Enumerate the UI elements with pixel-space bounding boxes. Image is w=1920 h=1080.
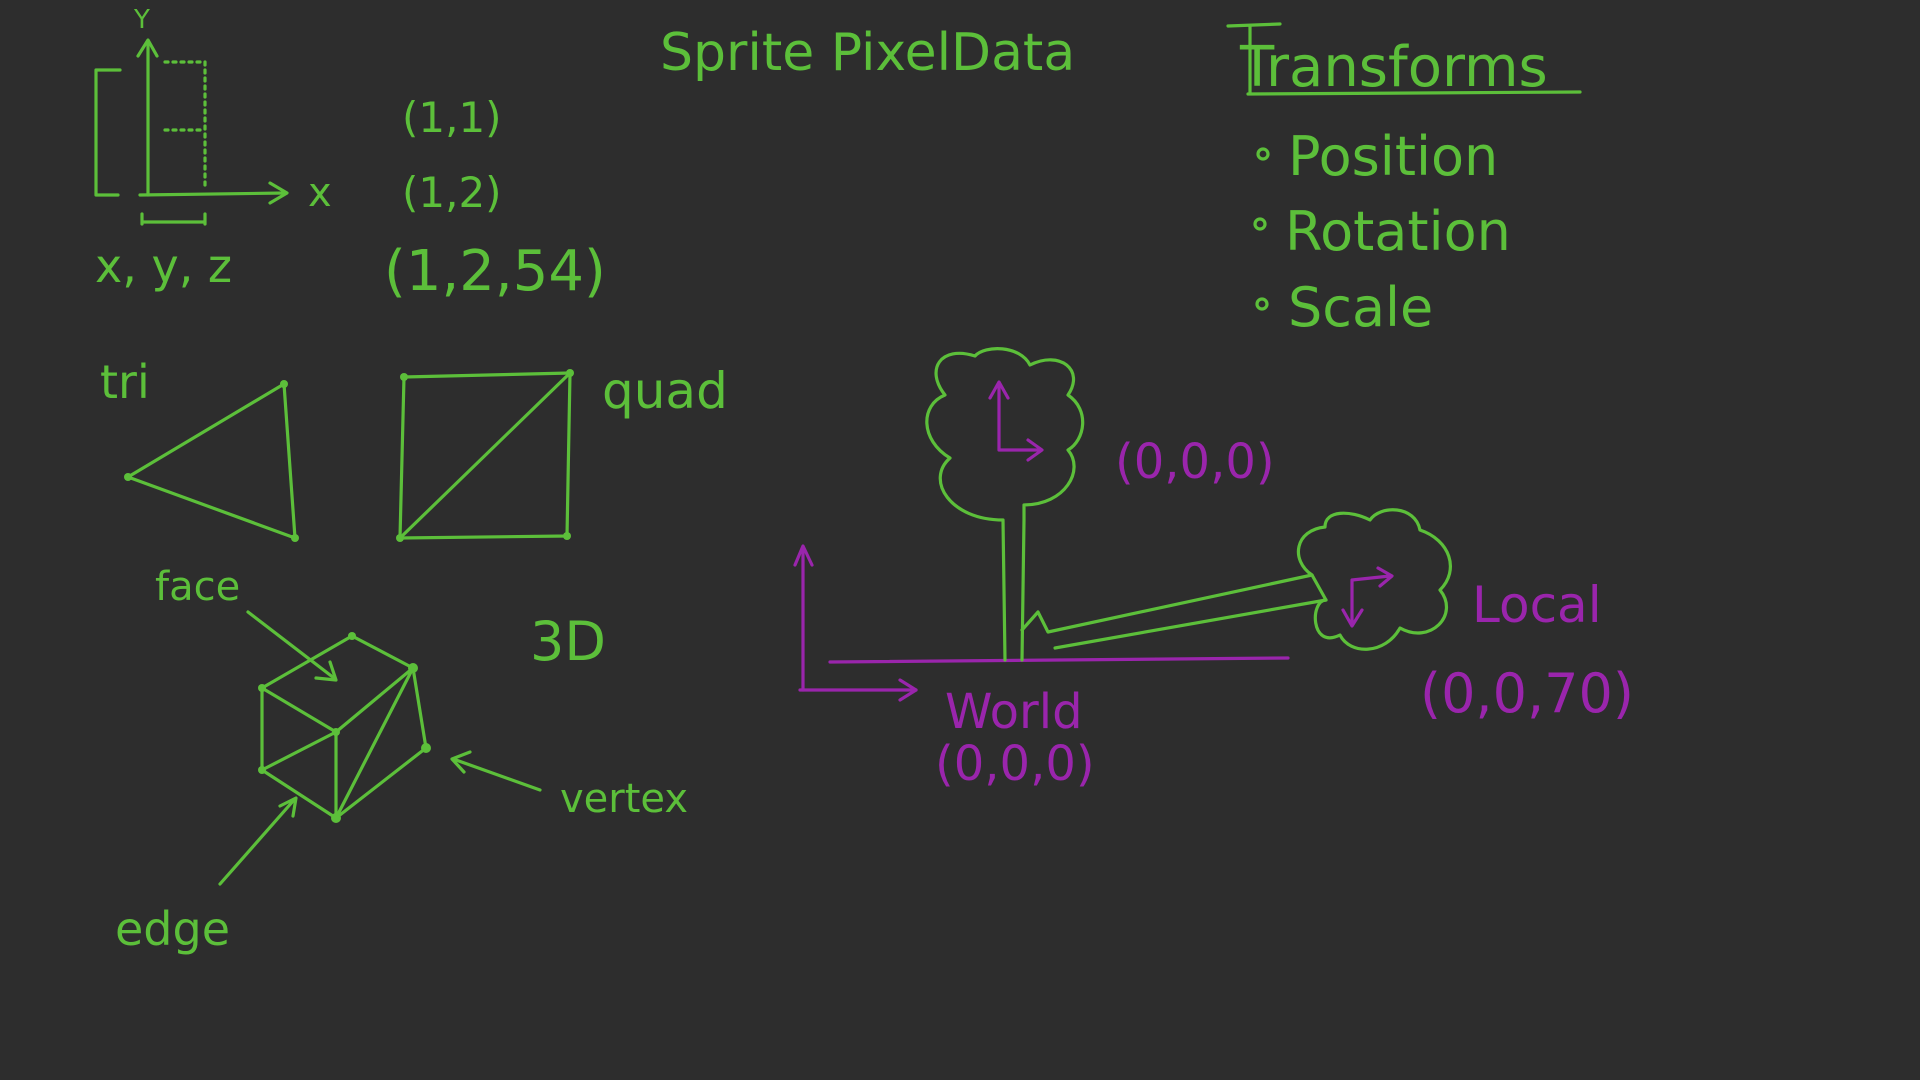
local-coord: (0,0,70) [1420,662,1634,725]
tri-vertex-dot [291,534,299,542]
coord-1-2: (1,2) [402,168,502,217]
bush-outline [1296,508,1452,651]
bullet-scale [1255,297,1269,311]
coord-1-1: (1,1) [402,93,502,142]
tri-label: tri [100,355,150,409]
triangle-outline [126,382,297,540]
edge-label: edge [115,902,230,956]
bullet-position [1256,147,1270,161]
quad-vertex-dot [566,369,574,377]
quad-vertex-dot [400,373,408,381]
face-label: face [155,564,240,610]
tree-local-axes [988,380,1044,462]
face-arrowhead [314,660,338,682]
transforms-heading: Transforms [1239,35,1548,100]
cube-front-face [260,686,338,820]
cube-vertex-dot [331,813,341,823]
quad-diagonal [398,371,572,540]
face-arrow [246,610,336,680]
edge-arrowhead [278,796,298,818]
sprite-dotted-outline [163,60,207,192]
world-x-arrowhead [898,678,918,702]
x-axis-label: x [308,170,332,216]
cube-vertex-dot [332,728,340,736]
local-label: Local [1472,576,1602,634]
y-axis-label: Y [133,5,150,35]
y-axis-arrowhead [136,38,159,58]
world-label: World [945,684,1083,740]
tri-vertex-dot [280,380,288,388]
transforms-list: Transforms Position Rotation Scale [1226,22,1582,339]
xyz-label: x, y, z [95,239,232,293]
cube-vertex-dot [421,743,431,753]
quad-vertex-dot [563,532,571,540]
quad-vertex-dot [396,534,404,542]
height-bracket [94,68,122,197]
bush-local-axes [1341,566,1394,628]
vertex-arrowhead [450,750,472,774]
cube-vertex-dot [258,684,266,692]
x-axis-line [138,191,287,197]
tree-outline [925,347,1085,662]
three-d-label: 3D [530,610,606,673]
vertex-arrow [454,758,542,792]
shadow-outline [1020,573,1328,650]
x-axis-arrowhead [268,181,289,205]
cube-vertex-dot [348,632,356,640]
tri-vertex-dot [124,473,132,481]
vertex-label: vertex [560,776,688,822]
title-text: Sprite PixelData [660,23,1075,83]
edge-arrow [218,798,296,886]
world-y-arrowhead [793,544,814,567]
cube-top-face [260,634,415,734]
coord-1-2-54: (1,2,54) [384,239,606,304]
transforms-underline [1226,22,1582,96]
transform-item-scale: Scale [1288,276,1433,339]
quad-shape: quad [396,362,728,542]
bullet-rotation [1253,217,1267,231]
width-bracket [140,212,207,226]
cube-shape: face 3D vertex edge [115,564,688,956]
quad-label: quad [602,362,728,420]
cube-side-face [334,666,428,820]
ground-line [828,656,1290,664]
tree-coord: (0,0,0) [1115,434,1275,490]
world-local-scene: (0,0,0) Local (0,0,70) World (0,0,0) [793,347,1634,792]
axes-sketch: Y x x, y, z [94,5,332,293]
cube-inner-edges [260,666,415,820]
world-coord: (0,0,0) [935,736,1095,792]
cube-vertex-dot [408,663,418,673]
transform-item-rotation: Rotation [1285,200,1511,263]
triangle-shape: tri [100,355,299,542]
cube-vertex-dot [258,766,266,774]
transform-item-position: Position [1288,125,1498,188]
